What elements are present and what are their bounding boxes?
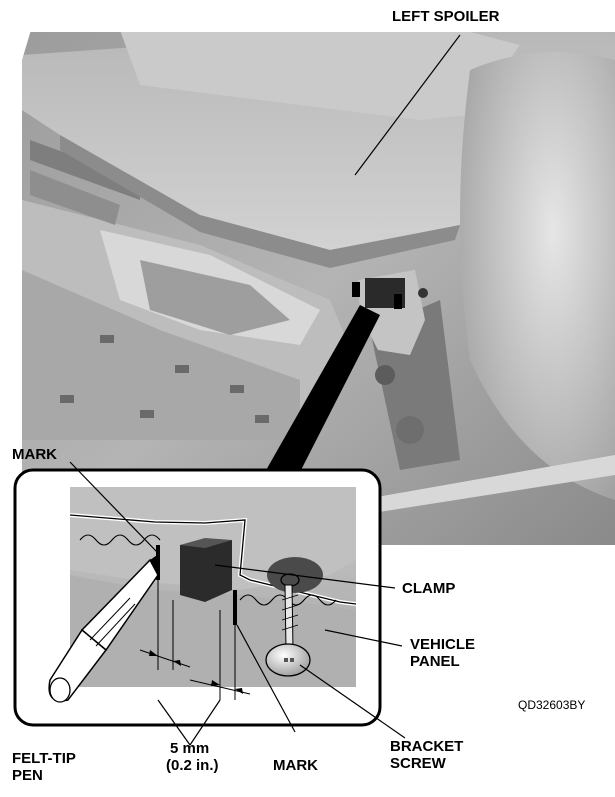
left-spoiler-label: LEFT SPOILER xyxy=(392,8,500,25)
mark-top-label: MARK xyxy=(12,446,57,463)
felt-tip-pen-label-line1: FELT-TIP xyxy=(12,750,76,767)
car-underside-illustration xyxy=(22,32,615,545)
felt-tip-pen xyxy=(48,553,160,703)
bracket-screw-label-line1: BRACKET xyxy=(390,738,464,755)
detail-inset xyxy=(13,468,382,727)
gap-dimension-label-line1: 5 mm xyxy=(170,740,210,757)
gap-dimension-label-line2: (0.2 in.) xyxy=(166,757,219,774)
left-spoiler-leader xyxy=(354,34,461,176)
clamp-label: CLAMP xyxy=(402,580,456,597)
bracket-screw-label-line2: SCREW xyxy=(390,755,446,772)
felt-tip-pen-label-line2: PEN xyxy=(12,767,43,784)
leader-lines xyxy=(69,461,406,746)
bracket-screw xyxy=(265,573,311,677)
vehicle-panel-label-line2: PANEL xyxy=(410,653,460,670)
mark-bottom-label: MARK xyxy=(273,757,318,774)
detail-pointer xyxy=(265,305,380,472)
figure-code: QD32603BY xyxy=(518,698,586,712)
vehicle-panel-label-line1: VEHICLE xyxy=(410,636,476,653)
